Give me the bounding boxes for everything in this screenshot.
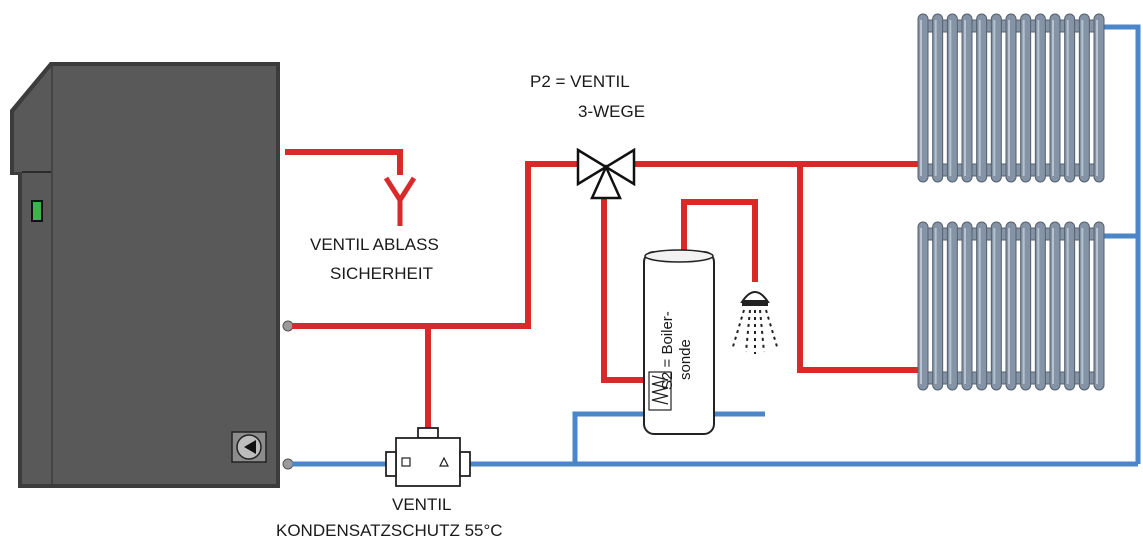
radiator-column (1078, 13, 1090, 183)
radiator-column (917, 221, 929, 391)
safety-relief-valve-label: SICHERHEIT (330, 264, 433, 283)
radiator-column (1049, 13, 1061, 183)
radiator-upper (917, 13, 1105, 183)
radiator-column (1020, 221, 1032, 391)
radiator-column (1005, 13, 1017, 183)
radiator-column (961, 221, 973, 391)
radiator-lower (917, 221, 1105, 391)
radiator-column (1093, 221, 1105, 391)
pump-icon (231, 431, 267, 463)
safety-relief-valve-icon (383, 176, 417, 226)
condensate-protection-label: VENTIL (392, 495, 452, 514)
radiator-column (946, 13, 958, 183)
radiator-column (1034, 13, 1046, 183)
radiator-column (1020, 13, 1032, 183)
radiator-column (1064, 13, 1076, 183)
three-way-valve-label: 3-WEGE (578, 102, 645, 121)
radiator-column (932, 221, 944, 391)
radiator-column (917, 13, 929, 183)
hot-water-tank (643, 249, 715, 435)
radiator-column (1078, 221, 1090, 391)
radiator-column (946, 221, 958, 391)
radiator-column (1049, 221, 1061, 391)
boiler-sensor-label: S2 = Boiler- (659, 311, 676, 390)
three-way-valve-label: P2 = VENTIL (530, 72, 630, 91)
boiler-sensor-label: sonde (677, 339, 694, 380)
radiator-column (976, 221, 988, 391)
radiator-column (990, 13, 1002, 183)
condensate-protection-valve-icon (385, 427, 471, 487)
radiator-column (961, 13, 973, 183)
radiator-column (932, 13, 944, 183)
radiator-column (990, 221, 1002, 391)
radiator-column (1034, 221, 1046, 391)
radiator-column (1093, 13, 1105, 183)
safety-relief-valve-label: VENTIL ABLASS (310, 235, 439, 254)
boiler-unit (10, 62, 294, 488)
three-way-valve-icon (576, 147, 636, 200)
radiator-column (1064, 221, 1076, 391)
indicator-light (31, 200, 43, 222)
shower-head-icon (731, 291, 779, 354)
radiator-column (1005, 221, 1017, 391)
supply-pipes (285, 149, 918, 430)
condensate-protection-label: KONDENSATZSCHUTZ 55°C (276, 521, 503, 540)
radiator-column (976, 13, 988, 183)
